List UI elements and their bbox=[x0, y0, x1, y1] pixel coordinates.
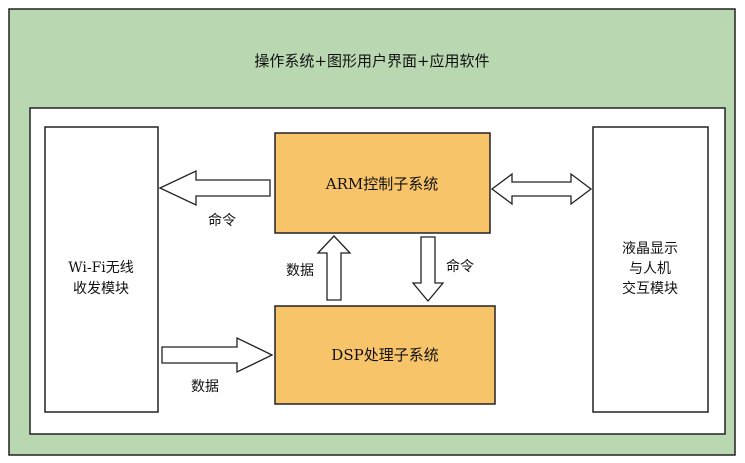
edge-label-arm-to-dsp: 命令 bbox=[446, 258, 474, 275]
arm-subsystem-label: ARM控制子系统 bbox=[325, 175, 439, 193]
outer-label: 操作系统+图形用户界面+应用软件 bbox=[254, 52, 489, 70]
lcd-hmi-label-line2: 与人机 bbox=[629, 261, 671, 277]
dsp-subsystem-label: DSP处理子系统 bbox=[331, 346, 438, 364]
arrow-arm-lcd-bidirectional bbox=[490, 172, 593, 206]
lcd-hmi-label-line1: 液晶显示 bbox=[622, 241, 678, 257]
arm-subsystem-box bbox=[274, 132, 491, 234]
wifi-module-label-line1: Wi-Fi无线 bbox=[68, 260, 134, 276]
lcd-hmi-label-line3: 交互模块 bbox=[622, 280, 678, 297]
edge-label-dsp-to-arm: 数据 bbox=[286, 263, 314, 279]
wifi-module-box bbox=[44, 126, 159, 413]
dsp-subsystem-box bbox=[274, 305, 496, 405]
arrow-arm-to-wifi bbox=[158, 169, 271, 207]
wifi-module-label-line2: 收发模块 bbox=[73, 281, 129, 297]
arrow-wifi-to-dsp bbox=[161, 336, 274, 374]
arrow-dsp-to-arm bbox=[316, 235, 352, 301]
arrow-arm-to-dsp bbox=[411, 236, 445, 303]
edge-label-arm-to-wifi: 命令 bbox=[208, 212, 236, 229]
lcd-hmi-box bbox=[592, 126, 709, 413]
edge-label-wifi-to-dsp: 数据 bbox=[191, 379, 219, 395]
